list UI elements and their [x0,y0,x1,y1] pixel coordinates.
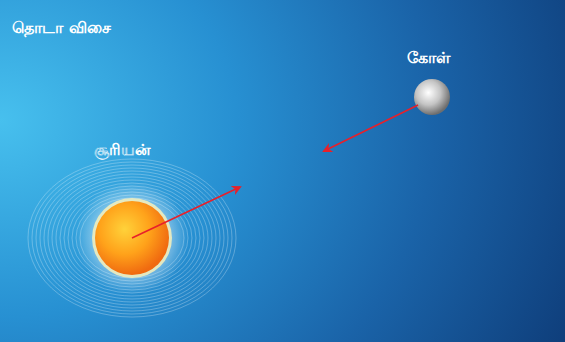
force-arrow [132,187,240,238]
force-arrow [324,105,418,151]
title-wrap: தொடா விசை [12,17,111,39]
sun-label: சூரியன் [94,139,151,161]
sun-shape [89,139,173,279]
title: தொடா விசை [12,17,111,39]
sun-node: சூரியன் [89,139,173,279]
planet-label: கோள் [407,47,450,69]
